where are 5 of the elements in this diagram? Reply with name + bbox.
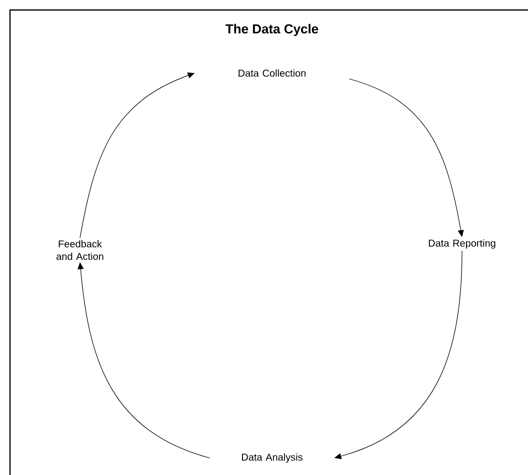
node-label: Data Analysis	[242, 453, 302, 463]
node-label: Data Reporting	[428, 239, 496, 249]
node-label: Feedback and Action	[56, 240, 104, 260]
node-label: Data Collection	[238, 69, 306, 77]
title: The Data Cycle	[226, 24, 318, 36]
